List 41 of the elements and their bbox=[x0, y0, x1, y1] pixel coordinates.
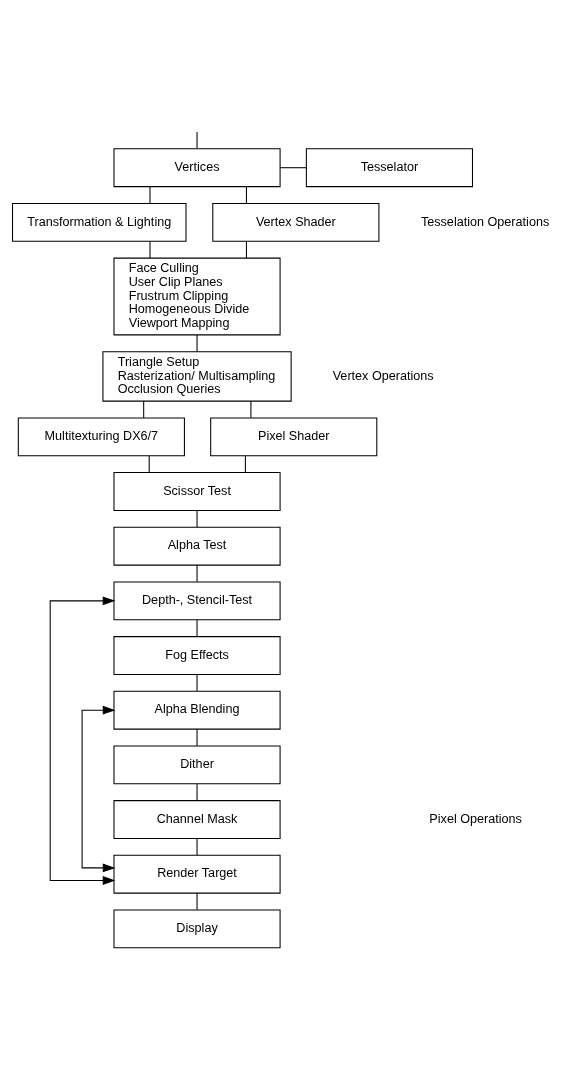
node-box: Dither bbox=[113, 745, 281, 785]
label: Vertex Operations bbox=[332, 368, 434, 383]
node-box: Fog Effects bbox=[113, 636, 281, 675]
connector bbox=[196, 510, 198, 528]
node-box: Channel Mask bbox=[113, 800, 281, 839]
connector bbox=[148, 455, 150, 473]
connector bbox=[196, 783, 198, 801]
node-box: Multitexturing DX6/7 bbox=[17, 417, 185, 457]
node-box: Scissor Test bbox=[113, 472, 281, 511]
connector bbox=[196, 892, 198, 911]
connector bbox=[245, 186, 247, 204]
node-box: Transformation & Lighting bbox=[12, 202, 187, 242]
connector bbox=[196, 131, 198, 150]
node-box: Alpha Blending bbox=[113, 690, 281, 730]
label: Pixel Operations bbox=[429, 811, 522, 826]
connector bbox=[245, 240, 247, 259]
node-box: Depth-, Stencil-Test bbox=[113, 581, 281, 621]
node-box: Pixel Shader bbox=[210, 417, 378, 457]
connector bbox=[196, 838, 198, 856]
node-box: Display bbox=[113, 909, 281, 949]
connector bbox=[143, 400, 145, 419]
connector bbox=[149, 240, 151, 259]
connector bbox=[149, 186, 151, 204]
label: Tesselation Operations bbox=[420, 214, 550, 229]
node-box: Vertices bbox=[113, 148, 281, 188]
node-box: Tesselator bbox=[305, 148, 473, 188]
connector bbox=[196, 674, 198, 692]
arrow bbox=[49, 596, 116, 885]
node-box: Render Target bbox=[113, 854, 281, 894]
connector bbox=[279, 167, 307, 169]
connector bbox=[196, 728, 198, 747]
connector bbox=[244, 455, 246, 473]
node-box: Triangle Setup Rasterization/ Multisampling Occlusion Queries bbox=[102, 351, 292, 402]
node-box: Face Culling User Clip Planes Frustrum Clipping Homogeneous Divide Viewport Mapping bbox=[113, 257, 281, 336]
connector bbox=[196, 334, 198, 352]
node-box: Vertex Shader bbox=[212, 202, 380, 242]
node-box: Alpha Test bbox=[113, 526, 281, 566]
connector bbox=[196, 564, 198, 583]
arrow bbox=[81, 705, 116, 873]
connector bbox=[196, 619, 198, 637]
connector bbox=[250, 400, 252, 419]
